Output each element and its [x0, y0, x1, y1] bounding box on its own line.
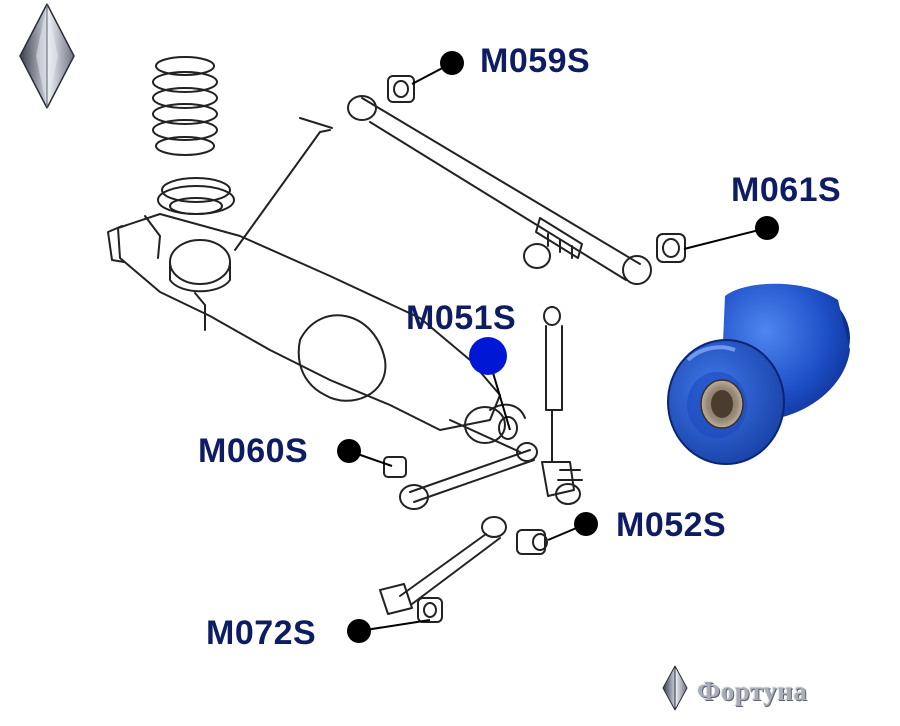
part-label-m059: M059S — [480, 42, 591, 80]
callout-dots — [337, 51, 779, 643]
part-label-m072: M072S — [206, 614, 317, 652]
part-label-m051: M051S — [406, 299, 517, 337]
callout-dot-m059 — [440, 51, 464, 75]
part-label-m061: M061S — [731, 171, 842, 209]
callout-dot-m061 — [755, 216, 779, 240]
lower-link-upper — [383, 442, 538, 510]
diamond-logo-icon — [19, 3, 75, 109]
upper-lateral-rod — [347, 75, 686, 285]
brand-name: Фортуна — [697, 676, 808, 706]
blue-bushing-image — [667, 283, 850, 465]
coil-spring — [152, 56, 235, 215]
suspension-line-art — [107, 56, 686, 623]
callout-dot-m060 — [337, 439, 361, 463]
shock-absorber — [541, 306, 583, 505]
callout-dot-m072 — [347, 619, 371, 643]
lower-link-lower — [379, 516, 548, 623]
brand-logo-icon — [662, 665, 688, 711]
callout-dot-m051 — [469, 337, 507, 375]
part-label-m060: M060S — [198, 432, 309, 470]
callout-dot-m052 — [574, 512, 598, 536]
axle-housing — [107, 117, 526, 453]
part-label-m052: M052S — [616, 506, 727, 544]
